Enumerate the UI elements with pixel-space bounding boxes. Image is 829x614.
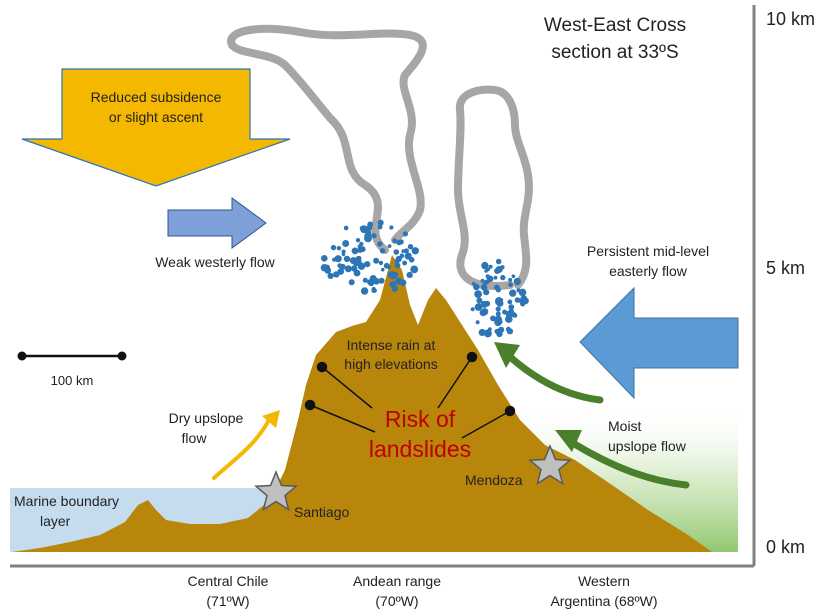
risk-label-line-1: Risk of [385, 406, 456, 432]
western-argentina-line-2: Argentina (68ºW) [550, 593, 657, 609]
altitude-0km: 0 km [766, 537, 805, 557]
santiago-star [254, 470, 298, 512]
andes-terrain [12, 255, 712, 552]
andean-range-line-2: (70ºW) [375, 593, 418, 609]
mendoza-label: Mendoza [465, 472, 523, 488]
central-chile-line-1: Central Chile [188, 573, 269, 589]
scale-bar-end-right [117, 351, 127, 361]
moist-upslope-arrow-upper [504, 351, 604, 404]
intense-rain-line-1: Intense rain at [347, 337, 436, 353]
cloud-right [454, 85, 533, 290]
santiago-label: Santiago [294, 504, 349, 520]
marine-layer-line-2: layer [40, 513, 71, 529]
dry-upslope-arrowhead [262, 410, 280, 428]
central-chile-line-2: (71ºW) [206, 593, 249, 609]
rain-drops [320, 219, 529, 338]
altitude-5km: 5 km [766, 258, 805, 278]
cloud-left [227, 24, 427, 254]
marine-layer-line-1: Marine boundary [14, 493, 119, 509]
subsidence-label-line-1: Reduced subsidence [91, 89, 222, 105]
altitude-10km: 10 km [766, 9, 815, 29]
subsidence-label-line-2: or slight ascent [109, 109, 203, 125]
scale-bar-label: 100 km [51, 373, 94, 388]
moist-upslope-arrowhead-lower [555, 430, 582, 452]
moist-upslope-arrowhead-upper [494, 342, 520, 368]
easterly-label-line-1: Persistent mid-level [587, 243, 709, 259]
dry-upslope-line-1: Dry upslope [169, 410, 244, 426]
western-argentina-line-1: Western [578, 573, 630, 589]
title-line-2: section at 33ºS [551, 42, 678, 63]
subsidence-arrow [21, 68, 291, 187]
risk-pointers [304, 351, 516, 439]
westerly-arrow [167, 197, 267, 249]
dry-upslope-arrow [212, 416, 272, 480]
dry-upslope-line-2: flow [182, 430, 208, 446]
easterly-arrow [579, 286, 739, 400]
intense-rain-line-2: high elevations [344, 356, 437, 372]
title-line-1: West-East Cross [544, 15, 686, 36]
moist-upslope-arrow-lower [564, 436, 690, 489]
risk-label-line-2: landslides [369, 436, 471, 462]
andean-range-line-1: Andean range [353, 573, 441, 589]
mendoza-star [528, 444, 572, 486]
weak-westerly-label: Weak westerly flow [155, 254, 275, 270]
scale-bar-end-left [17, 351, 27, 361]
easterly-label-line-2: easterly flow [609, 263, 688, 279]
moist-upslope-line-1: Moist [608, 418, 642, 434]
moist-upslope-line-2: upslope flow [608, 438, 687, 454]
